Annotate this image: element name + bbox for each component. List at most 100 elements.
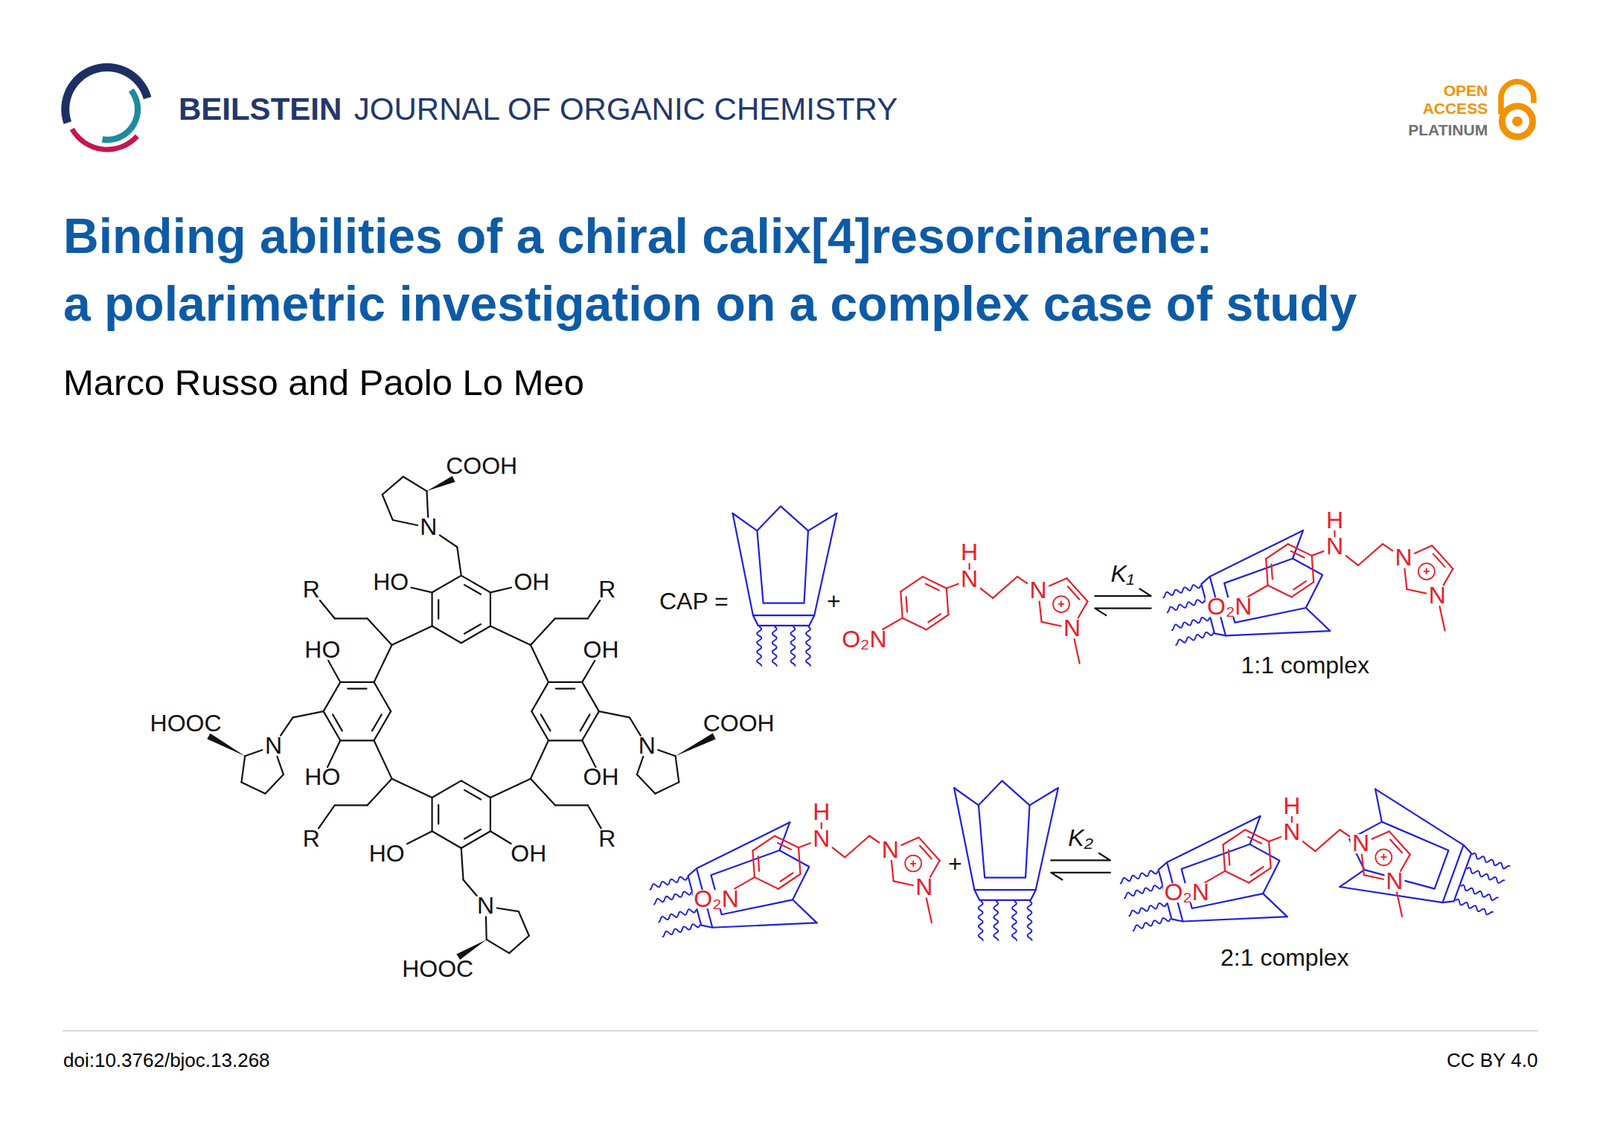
cavitand-frame bbox=[1442, 845, 1473, 907]
bond-line bbox=[555, 617, 588, 620]
bond-line bbox=[432, 780, 462, 798]
wedge-bond bbox=[427, 476, 456, 492]
paper-title: Binding abilities of a chiral calix[4]re… bbox=[63, 202, 1552, 338]
atom-label: N bbox=[263, 736, 284, 757]
equilibrium-constant: K₁ bbox=[1111, 561, 1135, 586]
double-bond bbox=[1293, 581, 1307, 590]
bond-line bbox=[382, 477, 404, 495]
bond-line bbox=[432, 576, 462, 594]
bond-line bbox=[323, 711, 341, 741]
cavitand-frame bbox=[753, 615, 815, 626]
bond-line bbox=[392, 520, 418, 526]
atom-label: H bbox=[1324, 511, 1345, 531]
bond-line bbox=[411, 587, 433, 594]
bond-line bbox=[432, 626, 462, 644]
bond-line bbox=[1414, 545, 1432, 553]
bond-line bbox=[844, 835, 870, 858]
cavitand-frame bbox=[1161, 816, 1288, 944]
bond-line bbox=[900, 576, 923, 592]
bond-line bbox=[798, 847, 800, 875]
atom-label: N bbox=[1384, 872, 1405, 892]
bond-line bbox=[752, 836, 775, 852]
bond-line bbox=[403, 477, 428, 492]
bond-line bbox=[1245, 829, 1269, 842]
bond-line bbox=[832, 847, 846, 858]
equilibrium-arrow bbox=[1050, 853, 1111, 862]
bond-line bbox=[869, 835, 879, 843]
bond-line bbox=[1312, 551, 1324, 556]
bond-line bbox=[1339, 829, 1350, 837]
bond-line bbox=[367, 779, 393, 806]
cavitand-drawing bbox=[1332, 786, 1519, 940]
bond-line bbox=[320, 600, 335, 619]
bond-line bbox=[392, 626, 433, 646]
bond-line bbox=[427, 491, 429, 518]
bond-line bbox=[490, 779, 531, 798]
double-bond bbox=[1271, 564, 1272, 580]
double-bond bbox=[347, 687, 367, 690]
bond-line bbox=[1400, 855, 1411, 872]
plus-sign: + bbox=[948, 852, 963, 876]
cavitand-frame bbox=[733, 513, 838, 616]
bond-line bbox=[581, 682, 600, 712]
bond-line bbox=[518, 911, 530, 937]
cavitand-frame bbox=[756, 530, 809, 603]
bond-line bbox=[509, 936, 530, 954]
bond-line bbox=[1268, 841, 1271, 869]
bond-line bbox=[548, 739, 582, 742]
bond-line bbox=[1078, 601, 1088, 618]
bond-line bbox=[1074, 639, 1080, 664]
wedge-bond bbox=[456, 939, 486, 960]
bond-line bbox=[798, 843, 811, 848]
alkyl-tail bbox=[1174, 631, 1214, 646]
license: CC BY 4.0 bbox=[1446, 1050, 1538, 1071]
bond-line bbox=[1041, 622, 1062, 627]
bond-line bbox=[752, 851, 754, 879]
bond-line bbox=[1248, 585, 1269, 597]
atom-label: N bbox=[418, 517, 439, 538]
bond-line bbox=[374, 645, 393, 683]
bond-line bbox=[901, 837, 919, 846]
bond-line bbox=[530, 645, 549, 683]
bond-line bbox=[1223, 829, 1246, 845]
cavitand-frame bbox=[1204, 530, 1331, 658]
journal-name: JOURNAL OF ORGANIC CHEMISTRY bbox=[354, 93, 898, 126]
equilibrium-arrow bbox=[1094, 589, 1151, 597]
bond-line bbox=[893, 881, 914, 886]
bond-line bbox=[432, 831, 462, 849]
bond-line bbox=[531, 711, 549, 741]
double-bond bbox=[919, 846, 932, 859]
cavitand-drawing bbox=[642, 820, 824, 963]
lock-body bbox=[1501, 106, 1533, 137]
alkyl-tail bbox=[648, 875, 688, 891]
double-bond bbox=[1250, 866, 1264, 876]
bond-line bbox=[1224, 871, 1249, 884]
atom-label: COOH bbox=[701, 714, 777, 734]
cavitand-drawing bbox=[733, 506, 838, 667]
bond-line bbox=[1039, 601, 1042, 623]
atom-label: HO bbox=[371, 573, 411, 593]
bond-line bbox=[374, 682, 392, 712]
atom-label: O₂N bbox=[840, 630, 888, 650]
cavitand-frame bbox=[733, 506, 838, 531]
cavitand-frame bbox=[1364, 822, 1450, 896]
bond-line bbox=[980, 588, 994, 599]
bond-line bbox=[264, 774, 283, 795]
charge-circle bbox=[1053, 596, 1070, 613]
bond-line bbox=[244, 750, 262, 757]
charge-sign: + bbox=[1056, 599, 1066, 610]
atom-label: N bbox=[637, 736, 658, 757]
bond-line bbox=[581, 740, 596, 768]
double-bond bbox=[777, 843, 792, 850]
double-bond bbox=[780, 873, 794, 882]
bond-line bbox=[367, 618, 393, 646]
bond-line bbox=[530, 618, 556, 646]
double-bond bbox=[925, 584, 940, 591]
bond-line bbox=[1265, 544, 1289, 559]
bond-line bbox=[276, 756, 283, 775]
bond-line bbox=[486, 939, 510, 954]
double-bond bbox=[1433, 553, 1446, 567]
bond-line bbox=[1345, 555, 1359, 566]
bond-line bbox=[968, 564, 971, 570]
